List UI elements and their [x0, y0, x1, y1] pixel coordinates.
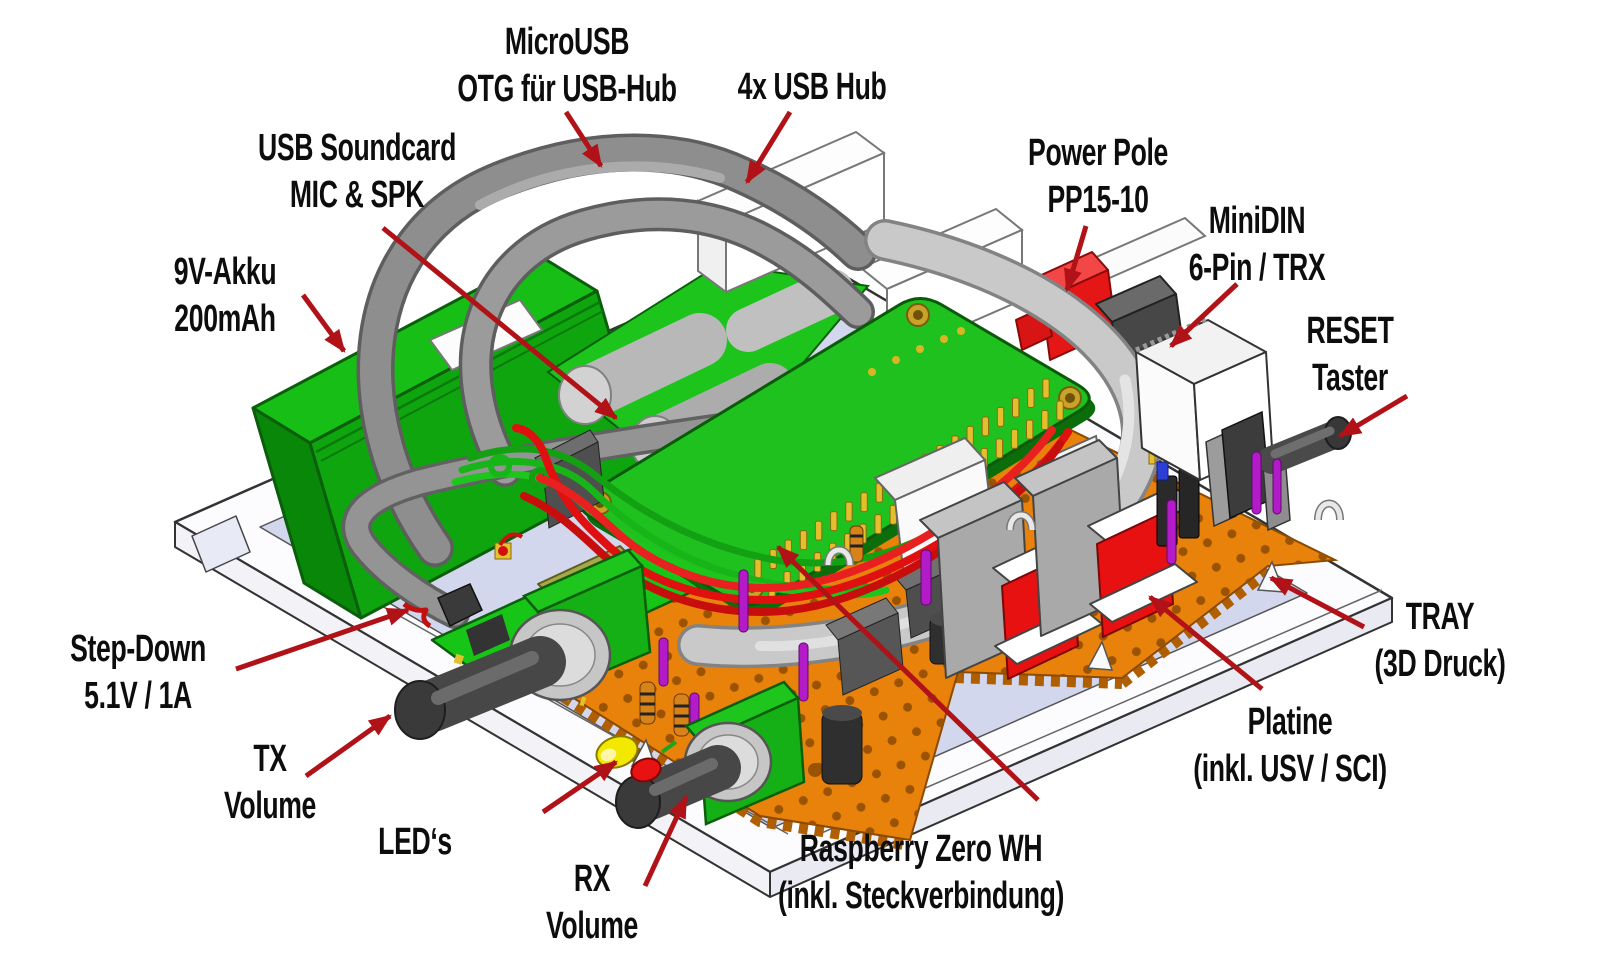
arrow-tray: [1268, 575, 1366, 630]
label-platine: Platine(inkl. USV / SCI): [1193, 701, 1387, 790]
arrow-usbhub: [744, 110, 793, 184]
arrow-stepdown: [235, 607, 411, 672]
arrow-battery: [300, 293, 347, 353]
arrow-microusb: [563, 110, 604, 168]
tray-corner-notch: [191, 515, 251, 573]
label-tray: TRAY(3D Druck): [1374, 596, 1506, 685]
arrow-rx: [642, 794, 689, 888]
arrow-tx: [304, 713, 392, 779]
arrow-powerpole: [1064, 225, 1089, 293]
reset-button-shape: [1205, 410, 1352, 532]
label-usb-hub: 4x USB Hub: [737, 66, 887, 108]
rx-potentiometer: [615, 680, 806, 829]
arrow-soundcard: [381, 226, 618, 420]
annotation-arrows: [235, 110, 1409, 888]
capacitor-cylinder: [821, 705, 863, 785]
led-red: [630, 757, 662, 783]
label-leds: LED‘s: [378, 821, 452, 863]
arrow-leds: [541, 759, 618, 815]
arrow-platine: [1148, 595, 1264, 691]
raspberry-pi-zero-board: [579, 297, 1096, 615]
status-leds: [595, 735, 678, 783]
otg-tube: [341, 405, 795, 629]
usb-cable-loops: [356, 133, 877, 567]
arrow-raspberry: [776, 545, 1040, 802]
arrow-minidin: [1169, 282, 1239, 348]
pi-solder-pads: [868, 327, 965, 376]
arrow-reset: [1338, 393, 1409, 439]
tx-potentiometer: [394, 548, 652, 740]
label-raspberry: Raspberry Zero WH(inkl. Steckverbindung): [777, 828, 1065, 917]
